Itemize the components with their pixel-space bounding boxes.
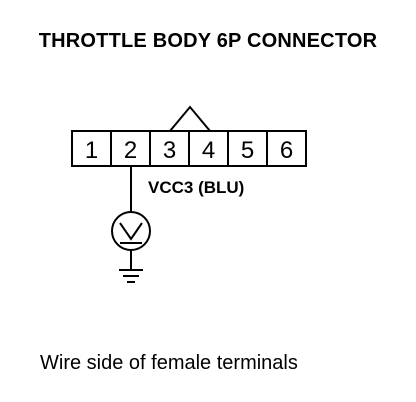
terminal-5: 5 <box>241 137 254 164</box>
voltmeter-icon <box>111 211 151 251</box>
terminal-6: 6 <box>280 137 293 164</box>
view-caption: Wire side of female terminals <box>40 352 298 374</box>
ground-icon <box>119 250 143 283</box>
wire-label: VCC3 (BLU) <box>148 178 244 197</box>
terminal-4: 4 <box>202 137 215 164</box>
connector-lock-tab <box>169 105 211 132</box>
diagram-title: THROTTLE BODY 6P CONNECTOR <box>38 30 378 52</box>
terminal-2: 2 <box>124 137 137 164</box>
terminal-3: 3 <box>163 137 176 164</box>
terminal-1: 1 <box>85 137 98 164</box>
